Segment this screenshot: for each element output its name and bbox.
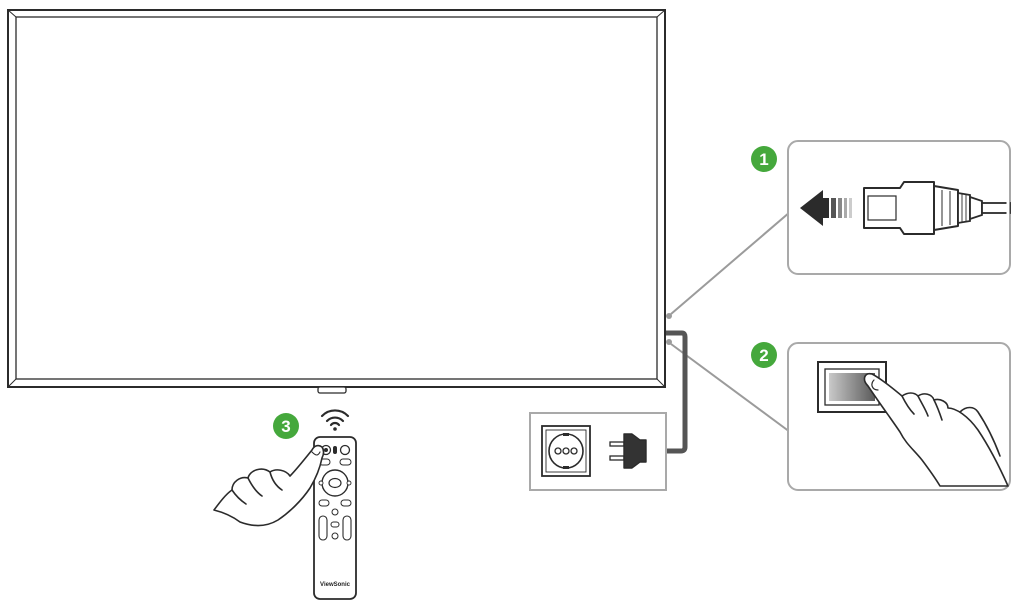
remote-ok-button [328,477,342,489]
step-3-number: 3 [281,417,290,436]
pointing-hand-icon [213,444,325,527]
power-plug-icon [609,433,647,469]
pressing-hand-icon [863,372,1009,487]
remote-right-button [346,480,352,486]
power-cable [646,330,688,454]
step-2-panel [787,342,1011,491]
power-cord-plug-icon [863,181,1011,235]
remote-input-button [333,446,337,454]
step-1-badge: 1 [751,146,777,172]
tv-display [7,9,672,394]
step-2-number: 2 [759,346,768,365]
wall-socket-panel [529,412,667,491]
remote-control-icon: ViewSonic [313,436,357,600]
side-port-bottom [666,339,672,345]
step-2-badge: 2 [751,342,777,368]
wifi-signal-icon [320,409,350,431]
callout-lines [670,211,791,433]
remote-left-button [318,480,324,486]
remote-volume-rocker [318,515,328,541]
step-3-badge: 3 [273,413,299,439]
remote-menu-button [339,458,352,466]
remote-back-button [339,444,351,456]
remote-channel-rocker [342,515,352,541]
step-1-number: 1 [759,150,768,169]
insert-arrow-icon [800,190,852,226]
step-1-panel [787,140,1011,275]
ir-receiver [317,386,347,394]
wall-socket-icon [541,425,591,477]
side-port-top [666,313,672,319]
remote-brand-logo: ViewSonic [320,582,351,588]
